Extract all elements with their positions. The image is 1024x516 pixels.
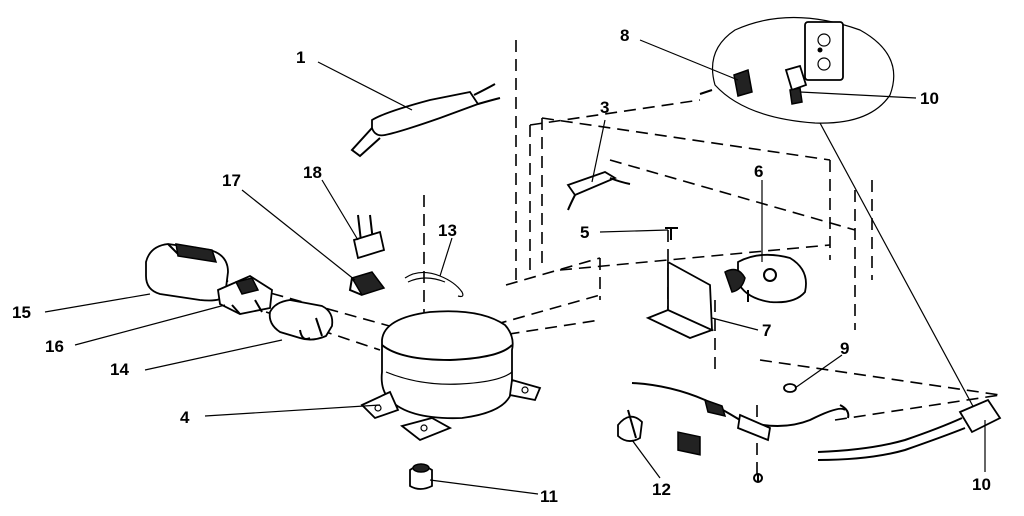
callouts: 1 3 4 5 6 7 8 9 10 10 11 12 13 14 15 16 … xyxy=(12,26,991,506)
part-11-grommet xyxy=(409,463,433,490)
part-13-wire xyxy=(404,271,464,298)
callout-17: 17 xyxy=(222,171,241,190)
callout-18: 18 xyxy=(303,163,322,182)
callout-9: 9 xyxy=(840,339,849,358)
part-6-motor xyxy=(724,253,807,304)
callout-3: 3 xyxy=(600,98,609,117)
callout-8: 8 xyxy=(620,26,629,45)
part-5-screw xyxy=(665,227,678,240)
callout-10-cord: 10 xyxy=(972,475,991,494)
callout-5: 5 xyxy=(580,223,589,242)
part-15-cover xyxy=(145,243,229,302)
wire-harness xyxy=(631,382,850,483)
part-10-power-cord xyxy=(817,398,1002,461)
callout-6: 6 xyxy=(754,162,763,181)
part-18-terminals xyxy=(352,214,386,260)
part-16-relay xyxy=(217,274,273,315)
callout-11: 11 xyxy=(540,487,558,506)
callout-16: 16 xyxy=(45,337,64,356)
callout-15: 15 xyxy=(12,303,31,322)
part-12-clamp xyxy=(617,409,643,442)
part-17-connector xyxy=(348,271,386,296)
part-9-grommet xyxy=(783,383,797,393)
part-10-plug-inset xyxy=(784,64,808,105)
callout-13: 13 xyxy=(438,221,457,240)
leader-lines xyxy=(44,39,986,495)
outlet-icon xyxy=(804,21,844,81)
callout-10-inset: 10 xyxy=(920,89,939,108)
part-14-overload xyxy=(268,299,334,341)
part-1-drier xyxy=(350,83,501,158)
part-4-compressor xyxy=(360,310,542,442)
outlet-inset xyxy=(711,16,976,411)
part-3-heater xyxy=(566,171,631,211)
part-7-bracket xyxy=(645,260,715,456)
callout-14: 14 xyxy=(110,360,129,379)
callout-7: 7 xyxy=(762,321,771,340)
callout-4: 4 xyxy=(180,408,190,427)
callout-12: 12 xyxy=(652,480,671,499)
callout-1: 1 xyxy=(296,48,305,67)
part-8-clip xyxy=(699,68,753,97)
